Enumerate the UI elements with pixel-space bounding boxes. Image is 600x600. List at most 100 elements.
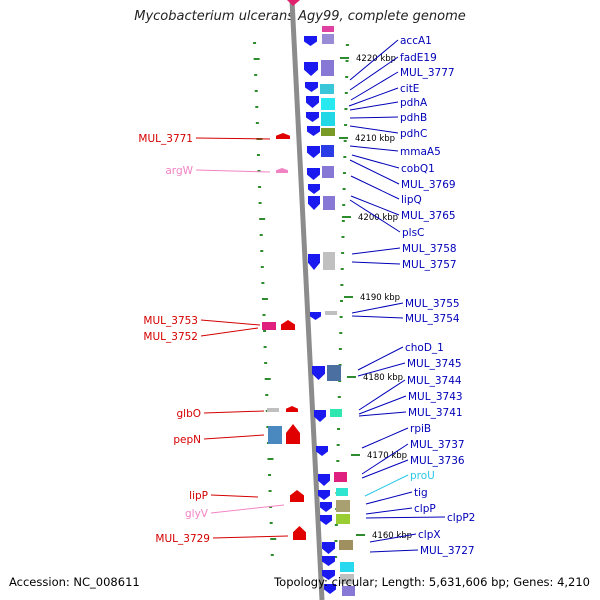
gene-label-mul-3757: MUL_3757 [402, 259, 457, 271]
gene-box-glyph [323, 252, 335, 270]
gene-box-glyph [334, 472, 347, 482]
label-connector [358, 395, 407, 415]
label-connector [361, 427, 409, 449]
gene-label-mul-3758: MUL_3758 [402, 243, 457, 255]
minor-tick [256, 154, 260, 156]
minor-tick [345, 60, 349, 62]
minor-tick [340, 284, 344, 286]
label-connector [358, 379, 406, 411]
minor-tick [253, 42, 257, 44]
gene-box-glyph [322, 166, 334, 178]
scale-tick-label: 4160 kbp [372, 531, 412, 541]
minor-tick [336, 460, 340, 462]
gene-label-mul-3755: MUL_3755 [405, 298, 460, 310]
gene-label-clpp2: clpP2 [447, 512, 475, 524]
gene-label-acca1: accA1 [400, 35, 432, 47]
minor-tick [254, 74, 258, 76]
gene-arrow-glyph [307, 168, 320, 180]
gene-label-mul-3777: MUL_3777 [400, 67, 455, 79]
gene-label-chod-1: choD_1 [405, 342, 444, 354]
label-connector [351, 261, 401, 265]
label-connector [350, 71, 399, 101]
minor-tick [340, 300, 343, 302]
label-connector [203, 434, 265, 440]
gene-label-tig: tig [414, 487, 428, 499]
gene-label-pepn: pepN [173, 434, 201, 446]
scale-tick-label: 4170 kbp [367, 451, 407, 461]
minor-tick [269, 522, 273, 524]
gene-arrow-glyph [322, 542, 335, 554]
gene-label-plsc: plsC [402, 227, 424, 239]
minor-tick [344, 92, 348, 94]
minor-tick [269, 506, 273, 508]
gene-box-glyph [321, 98, 335, 110]
gene-label-clpp: clpP [414, 503, 436, 515]
label-connector [200, 319, 261, 326]
gene-box-glyph [268, 426, 282, 444]
major-tick [347, 376, 356, 378]
gene-label-glbo: glbO [176, 408, 201, 420]
minor-tick [268, 490, 272, 492]
scale-tick-label: 4210 kbp [355, 134, 395, 144]
major-tick [344, 296, 353, 298]
minor-tick [270, 554, 274, 556]
gene-arrow-glyph [286, 406, 298, 412]
minor-tick [343, 140, 347, 142]
minor-tick [334, 556, 338, 558]
minor-tick [260, 266, 264, 268]
minor-tick [342, 204, 346, 206]
gene-arrow-glyph [324, 584, 336, 594]
gene-label-lipp: lipP [189, 490, 208, 502]
minor-tick [337, 396, 341, 398]
top-gene-marker [287, 0, 300, 6]
gene-arrow-glyph [293, 526, 306, 540]
genome-summary-text: Topology: circular; Length: 5,631,606 bp… [274, 575, 590, 589]
minor-tick [342, 188, 346, 190]
minor-tick [339, 332, 343, 334]
minor-tick [343, 156, 347, 158]
gene-arrow-glyph [308, 184, 320, 194]
gene-box-glyph [336, 488, 348, 496]
map-title: Mycobacterium ulcerans Agy99, complete g… [134, 9, 466, 24]
label-connector [195, 169, 271, 173]
label-connector [349, 116, 399, 119]
gene-arrow-glyph [304, 62, 318, 76]
gene-label-mul-3727: MUL_3727 [420, 545, 475, 557]
gene-arrow-glyph [304, 36, 317, 46]
minor-tick [260, 250, 264, 252]
label-connector [348, 87, 399, 107]
gene-label-mul-3771: MUL_3771 [138, 133, 193, 145]
gene-arrow-glyph [276, 133, 290, 139]
gene-label-fade19: fadE19 [400, 52, 437, 64]
minor-tick [259, 234, 263, 236]
label-connector [349, 145, 399, 152]
gene-arrow-glyph [290, 490, 304, 502]
minor-tick [338, 348, 342, 350]
gene-box-glyph [339, 540, 353, 550]
minor-tick [270, 538, 277, 540]
label-connector [350, 195, 400, 216]
gene-label-mul-3744: MUL_3744 [407, 375, 462, 387]
minor-tick [344, 108, 348, 110]
minor-tick [334, 524, 338, 526]
gene-arrow-glyph [320, 515, 332, 525]
major-tick [356, 534, 365, 536]
label-connector [349, 159, 400, 185]
label-connector [361, 459, 409, 479]
minor-tick [340, 268, 344, 270]
gene-arrow-glyph [306, 96, 319, 108]
gene-label-argw: argW [165, 165, 193, 177]
gene-label-glyv: glyV [185, 508, 209, 520]
major-tick [339, 137, 348, 139]
label-connector [210, 494, 259, 498]
minor-tick [258, 186, 262, 188]
label-connector [351, 247, 401, 255]
label-connector [351, 154, 400, 169]
minor-tick [342, 172, 346, 174]
gene-label-rpib: rpiB [410, 423, 431, 435]
gene-box-glyph [320, 84, 334, 94]
minor-tick [261, 298, 268, 300]
gene-box-glyph [322, 34, 334, 44]
major-tick [340, 57, 349, 59]
